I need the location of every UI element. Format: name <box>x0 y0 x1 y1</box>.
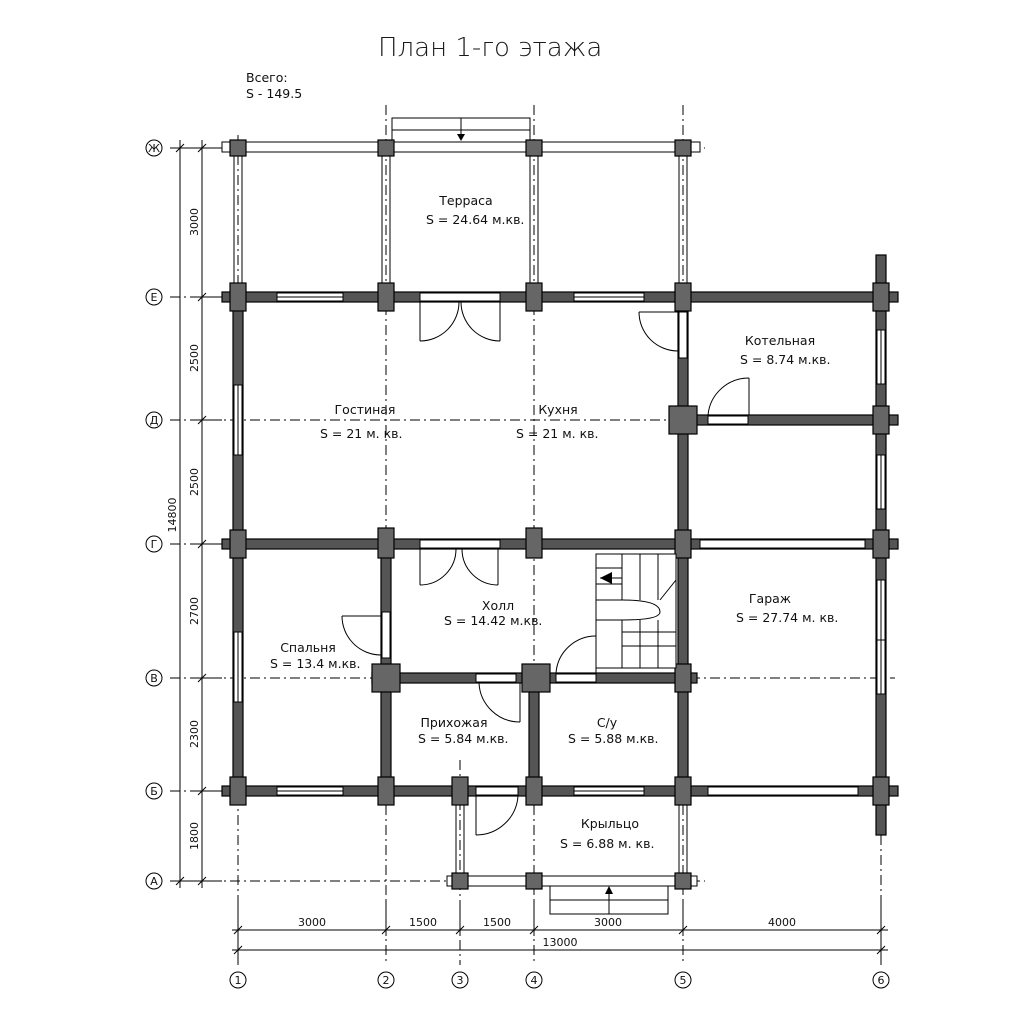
row-axis-label: В <box>150 672 158 685</box>
dim-vertical-5: 2300 <box>188 720 201 748</box>
plan-title: План 1-го этажа <box>378 33 602 63</box>
vertical-dimensions: 3000 2500 2500 2700 2300 1800 14800 <box>166 140 222 888</box>
room-area-hall: S = 14.42 м.кв. <box>444 613 542 628</box>
column-axis-label: 3 <box>457 974 464 987</box>
room-area-entry: S = 5.84 м.кв. <box>418 731 508 746</box>
column-axis-label: 1 <box>235 974 242 987</box>
doors <box>341 301 750 836</box>
row-axis-label: Е <box>151 291 158 304</box>
dim-horizontal-5: 4000 <box>768 916 796 929</box>
room-name-bedroom: Спальня <box>280 640 336 655</box>
dim-vertical-3: 2500 <box>188 468 201 496</box>
room-area-kitchen: S = 21 м. кв. <box>516 426 599 441</box>
room-area-terrace: S = 24.64 м.кв. <box>426 212 524 227</box>
row-axis-label: Ж <box>148 142 160 155</box>
staircase <box>595 553 677 669</box>
room-area-living: S = 21 м. кв. <box>320 426 403 441</box>
column-axis-markers: 1 2 3 4 5 6 <box>229 971 890 989</box>
dim-horizontal-2: 1500 <box>409 916 437 929</box>
room-area-porch: S = 6.88 м. кв. <box>560 836 654 851</box>
row-axis-label: Д <box>150 414 159 427</box>
dim-horizontal-1: 3000 <box>298 916 326 929</box>
total-area-label: Всего: <box>246 70 288 85</box>
row-axis-label: Б <box>150 785 158 798</box>
horizontal-dimensions: 3000 1500 1500 3000 4000 13000 <box>232 900 888 956</box>
column-axis-label: 5 <box>680 974 687 987</box>
room-name-terrace: Терраса <box>438 193 492 208</box>
room-name-porch: Крыльцо <box>581 816 639 831</box>
column-axis-label: 2 <box>383 974 390 987</box>
windows <box>233 292 886 796</box>
room-name-entry: Прихожая <box>421 715 488 730</box>
dim-vertical-2: 2500 <box>188 344 201 372</box>
dim-horizontal-4: 3000 <box>594 916 622 929</box>
room-area-boiler: S = 8.74 м.кв. <box>740 352 830 367</box>
posts <box>229 139 890 890</box>
dim-vertical-6: 1800 <box>188 822 201 850</box>
room-area-garage: S = 27.74 м. кв. <box>736 610 838 625</box>
room-name-wc: С/у <box>597 715 618 730</box>
row-axis-markers: Ж Е Д Г В Б А <box>145 139 163 890</box>
row-axis-label: А <box>150 875 158 888</box>
room-name-garage: Гараж <box>749 591 791 606</box>
room-name-kitchen: Кухня <box>538 402 577 417</box>
dim-horizontal-3: 1500 <box>483 916 511 929</box>
room-name-hall: Холл <box>482 598 514 613</box>
dim-vertical-4: 2700 <box>188 597 201 625</box>
column-axis-label: 4 <box>531 974 538 987</box>
terrace-structure <box>221 117 701 292</box>
row-axis-label: Г <box>151 538 158 551</box>
total-area-value: S - 149.5 <box>246 86 302 101</box>
dim-horizontal-total: 13000 <box>543 936 578 949</box>
porch-structure <box>446 800 698 915</box>
column-axis-label: 6 <box>878 974 885 987</box>
dim-vertical-total: 14800 <box>166 498 179 533</box>
room-area-wc: S = 5.88 м.кв. <box>568 731 658 746</box>
room-area-bedroom: S = 13.4 м.кв. <box>270 656 360 671</box>
dim-vertical-1: 3000 <box>188 208 201 236</box>
room-name-boiler: Котельная <box>745 333 815 348</box>
room-labels: Терраса S = 24.64 м.кв. Котельная S = 8.… <box>270 193 838 851</box>
room-name-living: Гостиная <box>335 402 396 417</box>
